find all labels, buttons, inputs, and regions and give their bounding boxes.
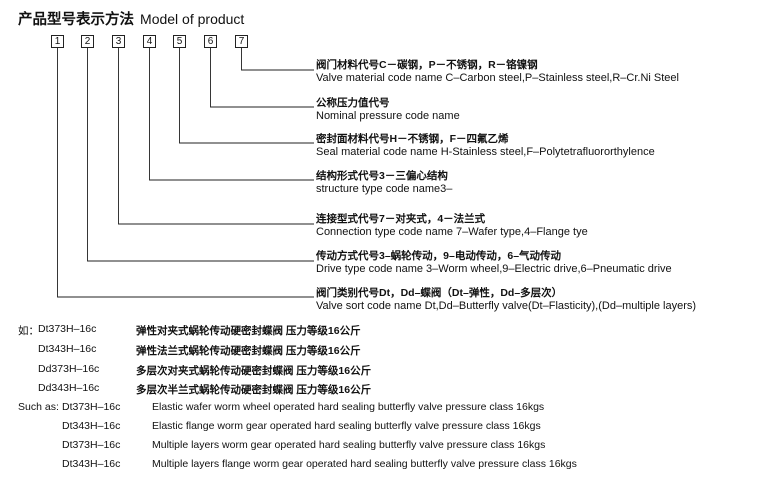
page-title: 产品型号表示方法 Model of product bbox=[18, 8, 244, 29]
desc-7-en: Valve material code name C–Carbon steel,… bbox=[316, 72, 679, 84]
leader-line-3 bbox=[118, 48, 314, 225]
example-zh-desc-2: 弹性法兰式蜗轮传动硬密封蝶阀 压力等级16公斤 bbox=[136, 345, 361, 357]
example-en-model-3: Dt373H–16c bbox=[62, 439, 121, 451]
desc-2-zh: 传动方式代号3–蜗轮传动，9–电动传动，6–气动传动 bbox=[316, 250, 562, 262]
example-en-desc-2: Elastic flange worm gear operated hard s… bbox=[152, 420, 541, 432]
example-zh-model-1: Dt373H–16c bbox=[38, 323, 97, 335]
example-zh-desc-4: 多层次半兰式蜗轮传动硬密封蝶阀 压力等级16公斤 bbox=[136, 384, 372, 396]
desc-6-en: Nominal pressure code name bbox=[316, 110, 460, 122]
code-box-1: 1 bbox=[51, 35, 64, 48]
example-en-model-1: Dt373H–16c bbox=[62, 401, 121, 413]
example-en-desc-1: Elastic wafer worm wheel operated hard s… bbox=[152, 401, 545, 413]
desc-3-zh: 连接型式代号7－对夹式，4－法兰式 bbox=[316, 213, 486, 225]
example-en-desc-4: Multiple layers flange worm gear operate… bbox=[152, 458, 577, 470]
desc-3-en: Connection type code name 7–Wafer type,4… bbox=[316, 226, 588, 238]
desc-7-zh: 阀门材料代号C－碳钢，P－不锈钢，R－铬镍钢 bbox=[316, 59, 538, 71]
example-zh-model-4: Dd343H–16c bbox=[38, 382, 100, 394]
leader-line-7 bbox=[241, 48, 314, 71]
example-zh-prefix: 如： bbox=[18, 325, 39, 337]
example-zh-model-3: Dd373H–16c bbox=[38, 363, 100, 375]
leader-line-2 bbox=[87, 48, 314, 262]
leader-line-1 bbox=[57, 48, 314, 298]
example-zh-desc-1: 弹性对夹式蜗轮传动硬密封蝶阀 压力等级16公斤 bbox=[136, 325, 361, 337]
desc-6-zh: 公称压力值代号 bbox=[316, 97, 390, 109]
leader-line-4 bbox=[149, 48, 314, 181]
example-en-prefix: Such as: bbox=[18, 401, 59, 413]
example-en-model-2: Dt343H–16c bbox=[62, 420, 121, 432]
code-box-6: 6 bbox=[204, 35, 217, 48]
desc-5-zh: 密封面材料代号H－不锈钢，F－四氟乙烯 bbox=[316, 133, 509, 145]
code-box-4: 4 bbox=[143, 35, 156, 48]
leader-line-6 bbox=[210, 48, 314, 108]
desc-4-en: structure type code name3– bbox=[316, 183, 453, 195]
desc-5-en: Seal material code name H-Stainless stee… bbox=[316, 146, 655, 158]
desc-1-en: Valve sort code name Dt,Dd–Butterfly val… bbox=[316, 300, 697, 312]
example-en-desc-3: Multiple layers worm gear operated hard … bbox=[152, 439, 546, 451]
desc-2-en: Drive type code name 3–Worm wheel,9–Elec… bbox=[316, 263, 672, 275]
code-box-7: 7 bbox=[235, 35, 248, 48]
code-box-5: 5 bbox=[173, 35, 186, 48]
desc-4-zh: 结构形式代号3－三偏心结构 bbox=[316, 170, 448, 182]
title-zh: 产品型号表示方法 bbox=[18, 12, 134, 28]
desc-1-zh: 阀门类别代号Dt，Dd–蝶阀（Dt–弹性，Dd–多层次） bbox=[316, 287, 563, 299]
title-en: Model of product bbox=[140, 11, 245, 27]
example-en-model-4: Dt343H–16c bbox=[62, 458, 121, 470]
example-zh-model-2: Dt343H–16c bbox=[38, 343, 97, 355]
leader-line-5 bbox=[179, 48, 314, 144]
code-box-3: 3 bbox=[112, 35, 125, 48]
code-box-2: 2 bbox=[81, 35, 94, 48]
example-zh-desc-3: 多层次对夹式蜗轮传动硬密封蝶阀 压力等级16公斤 bbox=[136, 365, 372, 377]
